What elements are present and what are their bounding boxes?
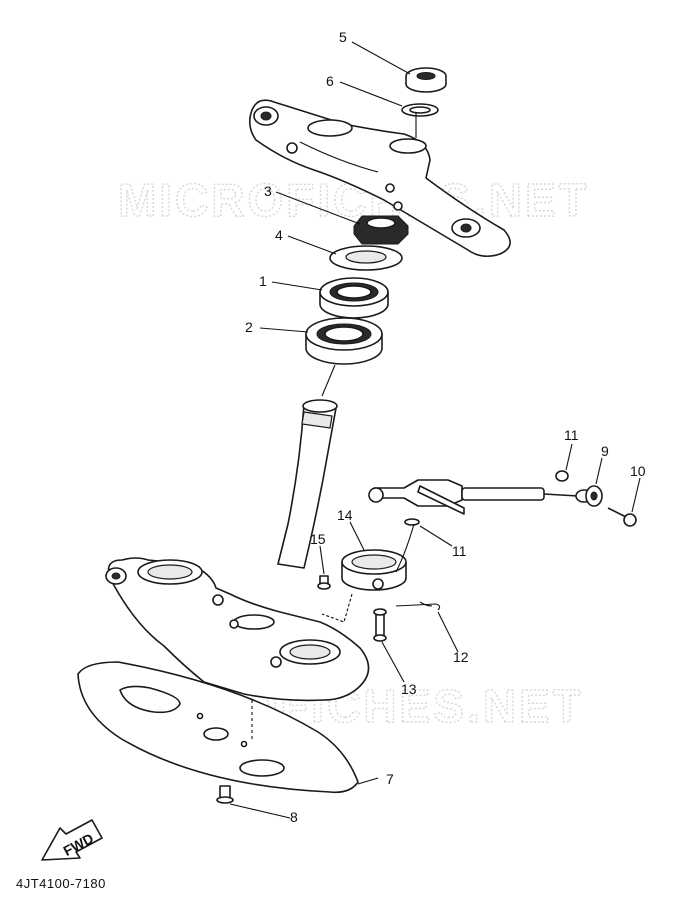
part-steering-stem [277, 364, 338, 569]
part-pin-13 [373, 608, 387, 642]
part-rod-end-9 [585, 485, 603, 507]
part-lower-bearing [305, 317, 383, 365]
part-clamp-14 [321, 523, 415, 623]
callout-13: 13 [401, 681, 417, 697]
part-lock-washer [401, 103, 439, 117]
callout-9: 9 [601, 443, 609, 459]
part-bolt-10 [607, 507, 637, 527]
part-steering-damper [368, 479, 593, 515]
callout-15: 15 [310, 531, 326, 547]
part-cotter-pin-12 [395, 601, 441, 611]
part-upper-bearing [319, 277, 389, 319]
part-cover-plate [77, 661, 359, 794]
part-collar-11b [404, 518, 420, 526]
part-ring-nut [405, 67, 447, 93]
callout-2: 2 [245, 319, 253, 335]
callout-7: 7 [386, 771, 394, 787]
part-under-bracket [105, 557, 370, 702]
callout-5: 5 [339, 29, 347, 45]
callout-12: 12 [453, 649, 469, 665]
part-bolt-8 [216, 785, 234, 804]
leader-lines [229, 41, 641, 819]
part-castle-nut [353, 215, 409, 245]
diagram-code: 4JT4100-7180 [16, 876, 106, 891]
callout-1: 1 [259, 273, 267, 289]
callout-11-bottom: 11 [452, 543, 467, 559]
callout-4: 4 [275, 227, 283, 243]
part-screw-15 [317, 575, 331, 590]
callout-labels: 5 6 3 4 1 2 11 9 10 14 15 11 12 13 7 8 [245, 29, 646, 825]
callout-3: 3 [264, 183, 272, 199]
part-collar-11a [555, 470, 569, 482]
callout-11-top: 11 [564, 427, 579, 443]
callout-6: 6 [326, 73, 334, 89]
fwd-arrow-icon: FWD [41, 819, 103, 861]
part-upper-bracket [248, 99, 511, 258]
callout-10: 10 [630, 463, 646, 479]
callout-14: 14 [337, 507, 353, 523]
part-washer [329, 245, 403, 271]
callout-8: 8 [290, 809, 298, 825]
